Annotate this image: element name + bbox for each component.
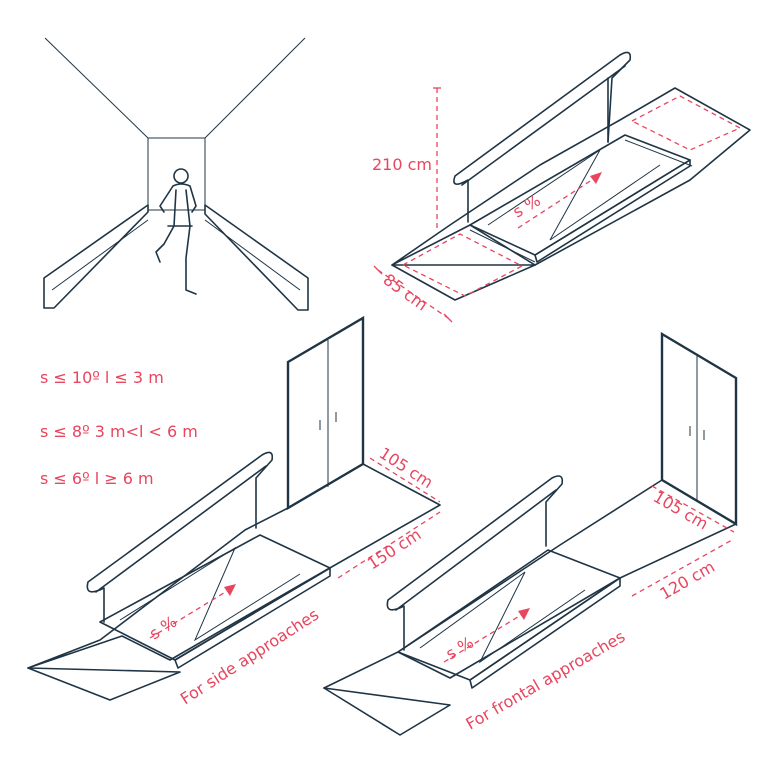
front-approach-caption: For frontal approaches <box>463 627 629 734</box>
side-ramp-illustration <box>27 315 441 701</box>
side-slope-label: s % <box>146 612 180 644</box>
slope-rule-3: s ≤ 6º l ≥ 6 m <box>40 469 154 488</box>
walking-person-icon <box>155 168 197 295</box>
top-ramp-illustration <box>373 51 751 323</box>
corridor-illustration <box>43 37 309 311</box>
side-door-label: 105 cm <box>376 443 437 492</box>
top-slope-label: s % <box>510 191 544 222</box>
height-dimension-label: 210 cm <box>372 155 432 174</box>
front-landing-label: 120 cm <box>657 557 718 603</box>
front-ramp-illustration <box>323 331 738 736</box>
slope-rule-1: s ≤ 10º l ≤ 3 m <box>40 368 164 387</box>
front-slope-label: s % <box>443 633 477 664</box>
slope-rule-2: s ≤ 8º 3 m<l < 6 m <box>40 422 198 441</box>
width-dimension-label: 85 cm <box>380 270 431 315</box>
side-approach-caption: For side approaches <box>177 605 322 709</box>
